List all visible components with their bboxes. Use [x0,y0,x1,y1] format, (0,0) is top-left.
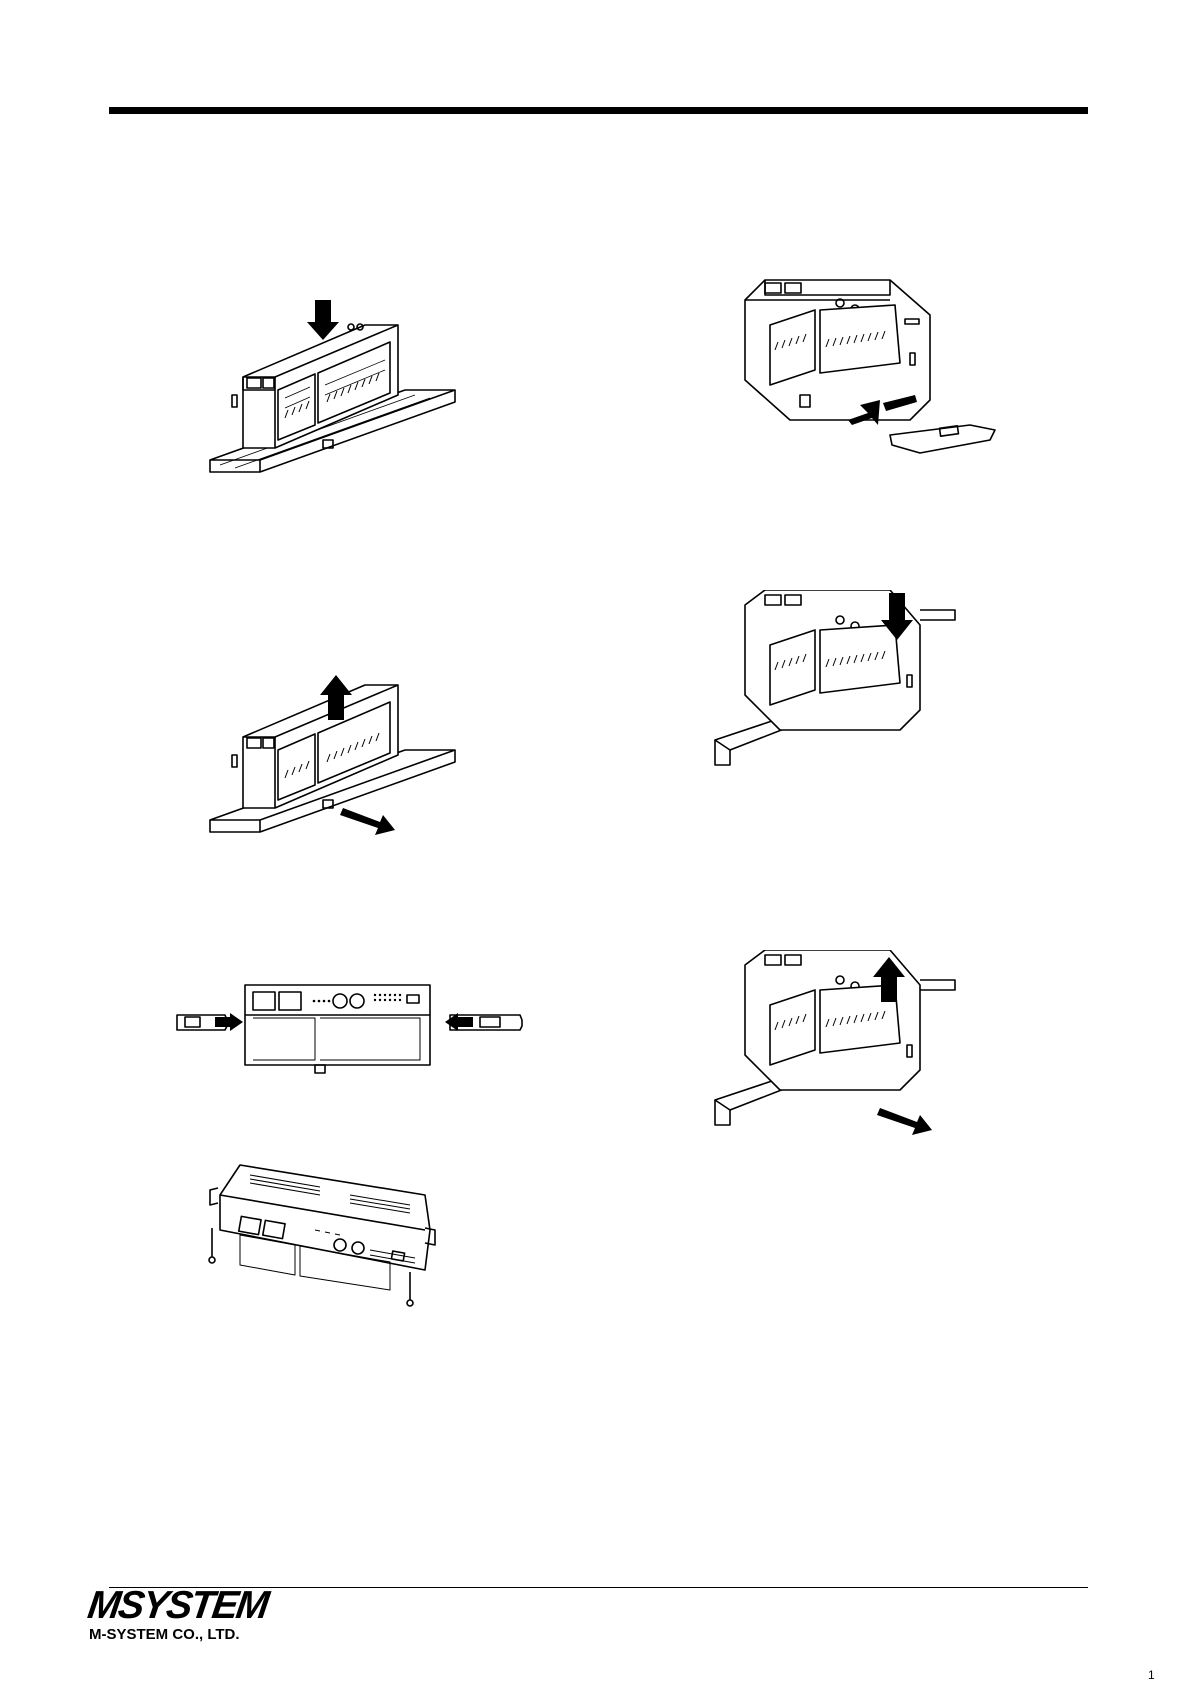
company-logo: MSYSTEM M-SYSTEM CO., LTD. [88,1586,288,1643]
figure-wall-mount-screws [200,1160,450,1310]
page-number: 1 [1148,1668,1155,1682]
figure-din-removal [205,670,465,850]
device-illustration [175,980,550,1080]
device-illustration [710,950,980,1145]
device-illustration [740,275,1010,485]
figure-din-mount [205,290,465,500]
logo-text: MSYSTEM [85,1586,291,1626]
figure-din-mount-wall [710,590,980,770]
device-illustration [205,670,465,850]
company-name: M-SYSTEM CO., LTD. [89,1626,288,1643]
device-illustration [205,290,465,500]
figure-front-view-brackets [175,980,550,1080]
header-rule [109,107,1088,114]
figure-end-plate-insert [740,275,1010,485]
figure-din-removal-wall [710,950,980,1145]
device-illustration [710,590,980,770]
device-illustration [200,1160,450,1310]
